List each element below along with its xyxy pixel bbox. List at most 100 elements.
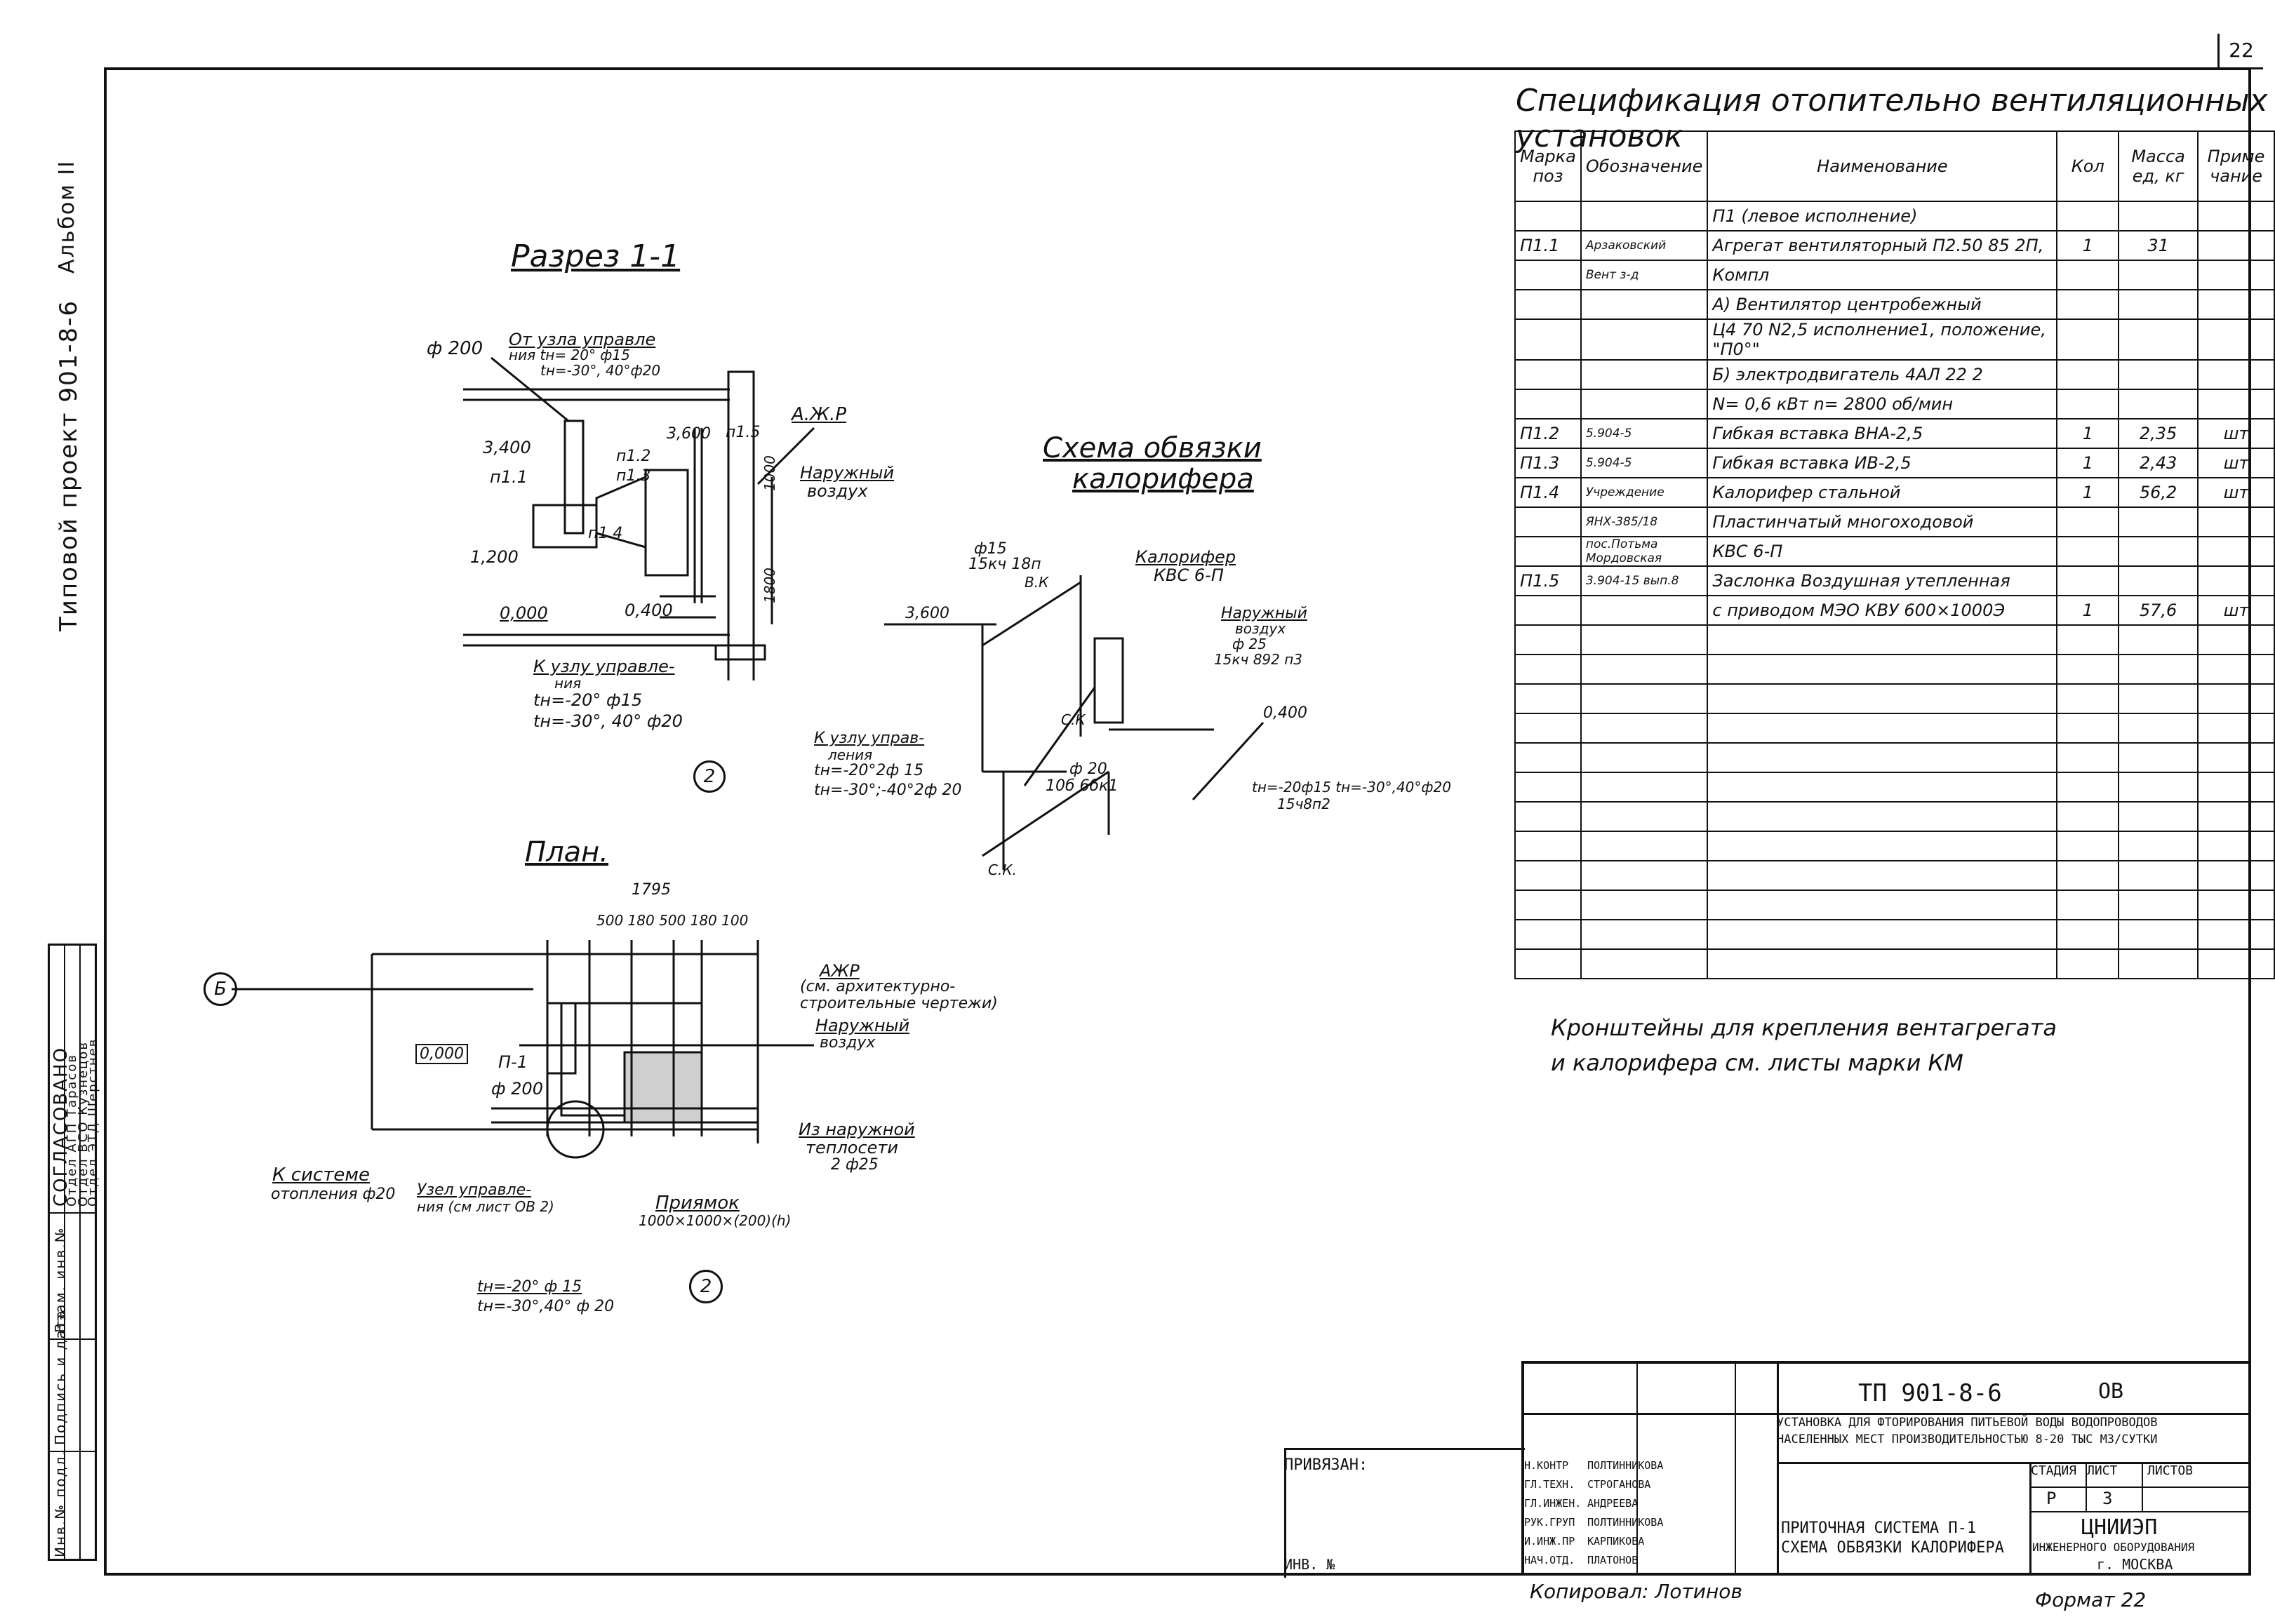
scheme-ck-2: С.К. xyxy=(988,861,1017,878)
spec-cell xyxy=(1580,359,1709,390)
bracket-note-line-2: и калорифера см. листы марки КМ xyxy=(1551,1049,1963,1076)
spec-cell xyxy=(1514,536,1582,567)
tb-description-2: НАСЕЛЕННЫХ МЕСТ ПРОИЗВОДИТЕЛЬНОСТЬЮ 8-20… xyxy=(1777,1432,2158,1447)
scheme-temp-note: tн=-20ф15 tн=-30°,40°ф20 xyxy=(1252,779,1451,796)
spec-cell xyxy=(2118,318,2199,361)
spec-header-note: Приме чание xyxy=(2197,130,2275,202)
signer-name: КАРПИКОВА xyxy=(1587,1535,1645,1548)
plan-to-system-2: отопления ф20 xyxy=(271,1186,396,1203)
scheme-valve-3: 10б 6бк1 xyxy=(1046,777,1119,795)
spec-cell: 1 xyxy=(2056,230,2120,261)
tb-bound: ПРИВЯЗАН: xyxy=(1284,1456,1368,1474)
spec-cell xyxy=(2056,289,2120,320)
spec-cell: Калорифер стальной xyxy=(1707,477,2058,508)
spec-cell: А) Вентилятор центробежный xyxy=(1707,289,2058,320)
scheme-level-0400: 0,400 xyxy=(1263,704,1307,722)
plan-pit-2: 1000×1000×(200)(h) xyxy=(639,1212,792,1229)
plan-marker-b: Б xyxy=(204,972,237,1006)
plan-marker: 2 xyxy=(689,1270,723,1303)
spec-cell: Вент з-д xyxy=(1580,260,1709,290)
spec-cell: Пластинчатый многоходовой xyxy=(1707,506,2058,537)
project-label: Типовой проект 901-8-6 xyxy=(55,299,83,631)
bracket-note: Кронштейны для крепления вентагрегата и … xyxy=(1551,1010,2057,1080)
spec-cell xyxy=(2197,260,2275,290)
section-outside-air-1: Наружный xyxy=(800,463,895,483)
approval-strip xyxy=(48,944,97,1561)
spec-cell xyxy=(2197,506,2275,537)
spec-cell: П1.4 xyxy=(1514,477,1582,508)
spec-cell: 2,43 xyxy=(2118,448,2199,478)
section-drawing xyxy=(463,356,815,680)
inventory-label-1: Инв.№ подл. xyxy=(52,1449,69,1557)
section-p14: п1.4 xyxy=(588,525,623,542)
sheet-number: 22 xyxy=(2217,34,2263,69)
spec-empty-row xyxy=(1514,654,2275,685)
tb-sheet-title-1: ПРИТОЧНАЯ СИСТЕМА П-1 xyxy=(1781,1519,1977,1537)
spec-cell xyxy=(1514,506,1582,537)
scheme-valve-2: 15кч 892 п3 xyxy=(1214,651,1303,668)
plan-node-1: Узел управле- xyxy=(417,1181,532,1199)
spec-empty-row xyxy=(1514,890,2275,920)
section-level-3400: 3,400 xyxy=(483,438,531,457)
spec-cell: с приводом МЭО КВУ 600×1000Э xyxy=(1707,595,2058,626)
section-marker: 2 xyxy=(693,760,726,793)
title-block xyxy=(1521,1361,2251,1576)
scheme-drawing xyxy=(884,575,1265,870)
spec-cell xyxy=(2056,260,2120,290)
signer-name: ПОЛТИННИКОВА xyxy=(1587,1516,1664,1529)
section-to-control-4: tн=-30°, 40° ф20 xyxy=(533,711,683,731)
tb-sheet-title-2: СХЕМА ОБВЯЗКИ КАЛОРИФЕРА xyxy=(1781,1539,2004,1557)
spec-cell xyxy=(1514,389,1582,420)
signer-role: И.ИНЖ.ПР xyxy=(1524,1535,1575,1548)
spec-cell xyxy=(2197,565,2275,596)
spec-cell: Арзаковский xyxy=(1580,230,1709,261)
spec-cell xyxy=(2197,230,2275,261)
spec-empty-row xyxy=(1514,742,2275,773)
spec-empty-row xyxy=(1514,683,2275,714)
spec-cell: N= 0,6 кВт n= 2800 об/мин xyxy=(1707,389,2058,420)
section-level-1200: 1,200 xyxy=(470,547,519,567)
spec-cell xyxy=(1580,389,1709,420)
plan-title: План. xyxy=(525,836,609,868)
spec-empty-row xyxy=(1514,860,2275,891)
signer-role: РУК.ГРУП xyxy=(1524,1516,1575,1529)
plan-drawing xyxy=(232,940,814,1159)
scheme-heater-2: КВС 6-П xyxy=(1154,565,1224,585)
spec-cell: 56,2 xyxy=(2118,477,2199,508)
section-level-3600: 3,600 xyxy=(667,425,711,443)
spec-header-name: Наименование xyxy=(1707,130,2058,202)
spec-cell: Гибкая вставка ИВ-2,5 xyxy=(1707,448,2058,478)
spec-cell xyxy=(2118,506,2199,537)
spec-empty-row xyxy=(1514,624,2275,655)
scheme-title-2: калорифера xyxy=(1072,463,1254,495)
section-azhr: А.Ж.Р xyxy=(792,404,846,425)
section-from-control-2: ния tн= 20° ф15 xyxy=(509,347,630,363)
spec-cell: Б) электродвигатель 4АЛ 22 2 xyxy=(1707,359,2058,390)
spec-cell xyxy=(2197,536,2275,567)
spec-title: Спецификация отопительно вентиляционных … xyxy=(1516,83,2268,154)
spec-cell xyxy=(2118,289,2199,320)
spec-cell: 31 xyxy=(2118,230,2199,261)
spec-row: Ц4 70 N2,5 исполнение1, положение, "П0°" xyxy=(1514,318,2275,361)
spec-empty-row xyxy=(1514,801,2275,832)
section-to-control-3: tн=-20° ф15 xyxy=(533,690,643,710)
spec-header-mass: Масса ед, кг xyxy=(2118,130,2199,202)
spec-cell: 5.904-5 xyxy=(1580,418,1709,449)
section-dim-1800: 1800 xyxy=(761,568,778,603)
section-outside-air-2: воздух xyxy=(807,481,868,501)
spec-table: Марка поз Обозначение Наименование Кол М… xyxy=(1514,130,2275,979)
plan-temp-2: tн=-30°,40° ф 20 xyxy=(477,1298,615,1315)
spec-header-designation: Обозначение xyxy=(1580,130,1709,202)
scheme-title-1: Схема обвязки xyxy=(1043,432,1262,464)
signer-role: ГЛ.ТЕХН. xyxy=(1524,1478,1575,1491)
spec-cell xyxy=(1514,359,1582,390)
spec-cell: П1.3 xyxy=(1514,448,1582,478)
spec-cell xyxy=(2197,359,2275,390)
scheme-to-control-4: tн=-30°;-40°2ф 20 xyxy=(814,781,962,799)
spec-cell xyxy=(2056,318,2120,361)
spec-cell: пос.Потьма Мордовская xyxy=(1580,536,1709,567)
spec-cell xyxy=(2118,389,2199,420)
